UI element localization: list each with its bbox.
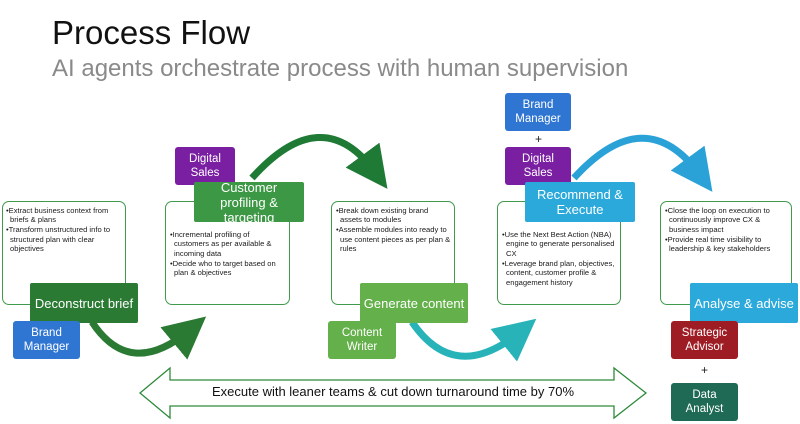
- stage-1-bullet-1: Extract business context from briefs & p…: [6, 206, 124, 225]
- stage-4-label: Recommend & Execute: [525, 182, 635, 222]
- stage-5-label: Analyse & advise: [690, 283, 798, 323]
- page-title: Process Flow: [52, 14, 251, 51]
- stage-2-bullet-2: Decide who to target based on plan & obj…: [170, 259, 286, 278]
- stage-1-label: Deconstruct brief: [30, 283, 138, 323]
- banner-text: Execute with leaner teams & cut down tur…: [211, 384, 575, 399]
- banner-arrow: [138, 366, 648, 420]
- stage-2-label: Customer profiling & targeting: [194, 180, 304, 225]
- stage-2-bullet-1: Incremental profiling of customers as pe…: [170, 230, 286, 258]
- page-subtitle: AI agents orchestrate process with human…: [52, 55, 629, 82]
- stage-1-bullet-2: Transform unstructured info to structure…: [6, 225, 124, 253]
- role-digital-sales-2: Digital Sales: [505, 147, 571, 185]
- stage-4-bullet-2: Leverage brand plan, objectives, content…: [502, 259, 618, 287]
- stage-4-bullet-1: Use the Next Best Action (NBA) engine to…: [502, 230, 618, 258]
- role-strategic-advisor: Strategic Advisor: [671, 321, 738, 359]
- stage-3-bullet-2: Assemble modules into ready to use conte…: [336, 225, 452, 253]
- arrow-4-to-5: [571, 134, 713, 192]
- stage-3-label: Generate content: [360, 283, 468, 323]
- role-content-writer: Content Writer: [328, 321, 396, 359]
- stage-3-bullet-1: Break down existing brand assets to modu…: [336, 206, 452, 225]
- arrow-3-to-4: [409, 318, 537, 362]
- stage-5-bullet-2: Provide real time visibility to leadersh…: [665, 235, 789, 254]
- plus-sign-2: +: [701, 363, 709, 377]
- arrow-1-to-2: [89, 316, 207, 360]
- role-brand-manager-2: Brand Manager: [505, 93, 571, 131]
- role-brand-manager: Brand Manager: [13, 321, 80, 359]
- role-digital-sales: Digital Sales: [175, 147, 235, 185]
- arrow-2-to-3: [249, 134, 388, 189]
- plus-sign-1: +: [535, 132, 543, 146]
- stage-5-bullet-1: Close the loop on execution to continuou…: [665, 206, 789, 234]
- role-data-analyst: Data Analyst: [671, 383, 738, 421]
